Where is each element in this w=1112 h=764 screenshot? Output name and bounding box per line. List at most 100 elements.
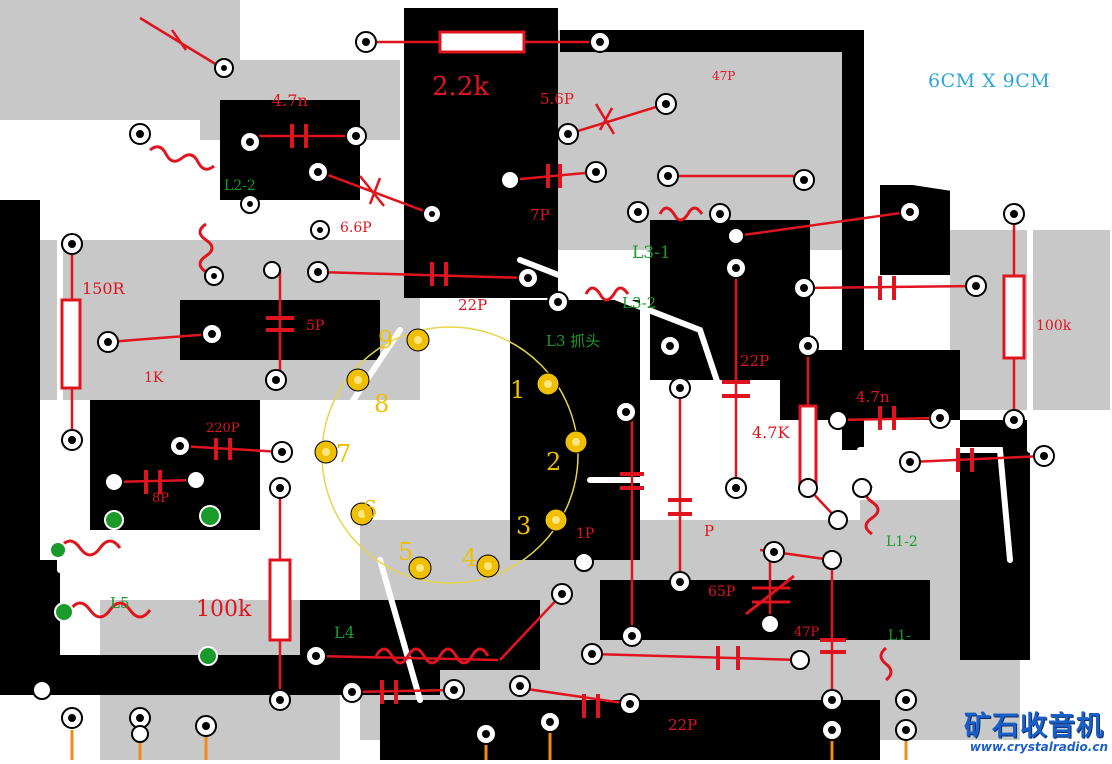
capacitor (380, 680, 398, 704)
pad (104, 472, 124, 492)
resistor-label: 100k (196, 597, 252, 622)
capacitor (878, 406, 896, 430)
resistor-label: 150R (82, 279, 126, 298)
pad-holes (68, 38, 1048, 738)
resistor-label: 4.7K (752, 423, 790, 442)
coil-l3-2 (584, 286, 630, 302)
tube-pin-number: 1 (510, 376, 525, 404)
pad (186, 470, 206, 490)
coil-l2-2 (149, 145, 215, 171)
capacitor (956, 448, 974, 472)
capacitor-label: 1P (576, 526, 594, 542)
capacitor-label: 5P (306, 318, 324, 334)
pad (852, 478, 872, 498)
capacitor (144, 470, 162, 494)
trimmer-marks (139, 16, 616, 207)
board-size-label: 6CM X 9CM (928, 70, 1051, 92)
capacitor-label: 6.6P (340, 220, 372, 236)
copper-traces (0, 8, 1030, 760)
site-logo: 矿石收音机 www.crystalradio.cn (946, 700, 1112, 760)
tube-pin-hole (544, 380, 552, 388)
pad (263, 261, 281, 279)
tube-pin-number: 5 (398, 538, 413, 566)
resistor-2-2k (438, 30, 526, 54)
coil-pin (104, 510, 124, 530)
pad (828, 410, 848, 430)
copper-right-rail (842, 30, 864, 450)
capacitor (582, 694, 600, 718)
capacitor-label: 47P (712, 69, 735, 83)
capacitor (546, 164, 562, 188)
resistor-100k-right (1002, 274, 1026, 360)
pad (760, 614, 780, 634)
tube-pin-number: 4 (462, 544, 477, 572)
pad (727, 227, 745, 245)
resistor-label: 1K (144, 370, 164, 386)
resistor-4-7k (798, 404, 818, 488)
pad (500, 170, 520, 190)
tube-pin-number: 9 (378, 326, 393, 354)
coil-label: L1- (888, 628, 911, 644)
coil-pin (54, 602, 74, 622)
tube-pin-number: 8 (374, 390, 389, 418)
copper-central-block (404, 8, 558, 298)
coil-label: L3-1 (632, 243, 671, 263)
tube-pin-number: 3 (516, 512, 531, 540)
capacitor (266, 316, 294, 332)
capacitor (290, 124, 308, 148)
capacitor-plates (144, 124, 974, 718)
pad (574, 552, 594, 572)
capacitor-label: 47P (794, 625, 820, 640)
copper-left-rail (0, 200, 40, 580)
capacitor-label: 5.6P (540, 90, 574, 108)
capacitor-label: 4.7n (856, 388, 890, 406)
capacitor-label: P (704, 522, 714, 540)
board-size-panel: 6CM X 9CM (896, 12, 1112, 168)
tube-pin-hole (572, 438, 580, 446)
tube-pin-hole (484, 562, 492, 570)
trace-isolation-gaps (57, 177, 1033, 703)
resistor-150r (60, 298, 82, 390)
coil-label: L1-2 (886, 534, 918, 550)
copper-left-block (90, 400, 260, 530)
capacitor (820, 638, 846, 654)
pad (828, 510, 848, 530)
copper-left-edge (0, 560, 60, 660)
coil-pin (198, 646, 218, 666)
coil-l3-1 (658, 206, 704, 222)
coil-pin (49, 541, 67, 559)
coil-left (58, 539, 122, 557)
capacitor (214, 438, 232, 460)
capacitor (430, 262, 448, 286)
tube-pin-hole (354, 376, 362, 384)
capacitor-label: 220P (206, 421, 240, 436)
coil-pins (49, 505, 221, 666)
capacitor (716, 646, 740, 670)
resistor-label: 100k (1036, 318, 1072, 334)
coil-l1 (879, 646, 893, 682)
resistor-label: 2.2k (432, 72, 489, 102)
capacitor (722, 380, 750, 398)
capacitor-label: 8P (152, 491, 169, 506)
pad (822, 550, 842, 570)
capacitor (620, 472, 644, 490)
tube-pin-hole (414, 336, 422, 344)
tube-pins (314, 328, 588, 580)
tube-pin-hole (552, 516, 560, 524)
variable-capacitor-65p (745, 574, 795, 616)
capacitor-label: 7P (530, 206, 550, 224)
tube-pin-hole (358, 510, 366, 518)
coil-label: L2-2 (224, 178, 256, 194)
coil-label: L3-2 (622, 294, 656, 312)
resistor-100k-left (268, 558, 292, 642)
coil-label: L4 (334, 623, 355, 642)
tube-pin-number: 6 (362, 496, 377, 524)
pad (131, 725, 149, 743)
capacitor-label: 22P (740, 352, 769, 370)
capacitor (668, 498, 692, 516)
tube-pin-number: 7 (336, 440, 351, 468)
capacitor-label: 65P (708, 584, 735, 600)
capacitor-label: 4.7n (272, 91, 308, 110)
tube-pin-hole (416, 564, 424, 572)
